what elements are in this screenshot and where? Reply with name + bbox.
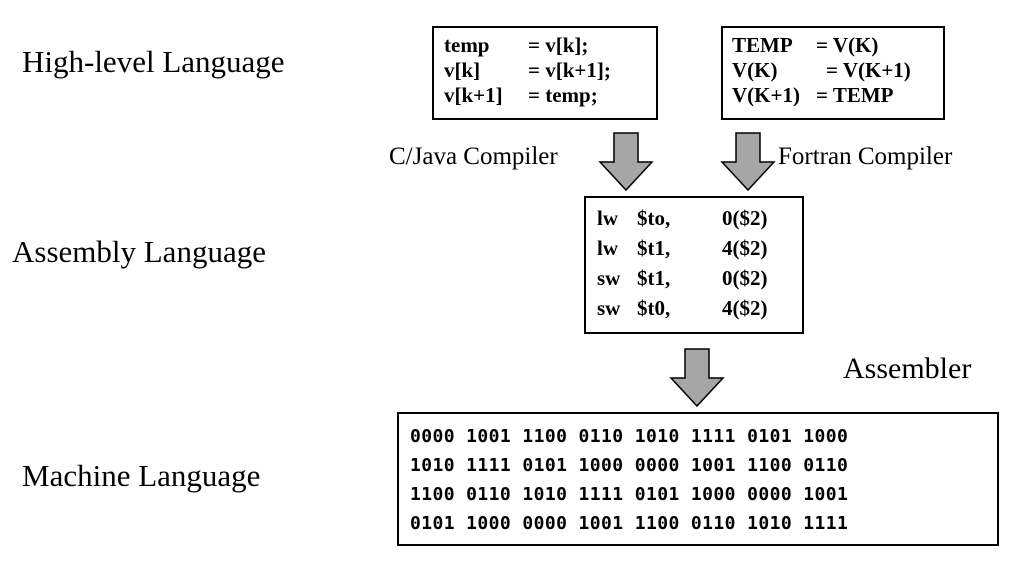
fortran-compiler-label: Fortran Compiler <box>778 143 953 170</box>
fortran-code-rhs: = V(K) <box>816 33 879 57</box>
assembler-arrow-icon <box>669 348 725 408</box>
high-level-language-label: High-level Language <box>22 44 285 79</box>
c-code-lhs: v[k+1] <box>444 83 503 107</box>
assembly-address: 0($2) <box>722 206 768 230</box>
c-code-box: temp = v[k]; v[k] = v[k+1]; v[k+1] = tem… <box>432 26 658 120</box>
fortran-code-line: TEMP = V(K) <box>732 33 943 58</box>
c-code-rhs: = v[k+1]; <box>528 58 611 82</box>
fortran-compiler-arrow-icon <box>720 132 776 192</box>
fortran-code-line: V(K) = V(K+1) <box>732 58 943 83</box>
c-code-lhs: temp <box>444 33 490 57</box>
assembly-opcode: sw <box>597 266 621 290</box>
machine-code-line: 0101 1000 0000 1001 1100 0110 1010 1111 <box>410 513 849 534</box>
c-code-rhs: = v[k]; <box>528 33 589 57</box>
fortran-code-lhs: TEMP <box>732 33 793 57</box>
c-code-line: temp = v[k]; <box>444 33 656 58</box>
machine-code-line: 1100 0110 1010 1111 0101 1000 0000 1001 <box>410 484 849 505</box>
assembly-register: $t1, <box>637 266 671 290</box>
c-code-line: v[k] = v[k+1]; <box>444 58 656 83</box>
machine-code-box: 0000 1001 1100 0110 1010 1111 0101 1000 … <box>397 412 999 546</box>
assembly-opcode: lw <box>597 236 618 260</box>
fortran-code-box: TEMP = V(K) V(K) = V(K+1) V(K+1) = TEMP <box>721 26 945 120</box>
machine-code-line: 1010 1111 0101 1000 0000 1001 1100 0110 <box>410 455 849 476</box>
fortran-code-line: V(K+1) = TEMP <box>732 83 943 108</box>
assembly-register: $to, <box>637 206 671 230</box>
machine-language-label: Machine Language <box>22 458 261 493</box>
assembly-address: 4($2) <box>722 236 768 260</box>
assembly-opcode: lw <box>597 206 618 230</box>
assembly-language-label: Assembly Language <box>12 234 266 269</box>
fortran-code-rhs: = TEMP <box>816 83 894 107</box>
assembly-instruction: lw $to, 0($2) <box>597 203 802 233</box>
assembly-instruction: lw $t1, 4($2) <box>597 233 802 263</box>
assembly-opcode: sw <box>597 296 621 320</box>
assembly-instruction: sw $t1, 0($2) <box>597 263 802 293</box>
fortran-code-rhs: = V(K+1) <box>826 58 911 82</box>
machine-code-line: 0000 1001 1100 0110 1010 1111 0101 1000 <box>410 426 849 447</box>
fortran-code-lhs: V(K) <box>732 58 778 82</box>
c-code-line: v[k+1] = temp; <box>444 83 656 108</box>
assembly-instruction: sw $t0, 4($2) <box>597 293 802 323</box>
c-java-compiler-arrow-icon <box>598 132 654 192</box>
c-code-lhs: v[k] <box>444 58 481 82</box>
assembly-register: $t1, <box>637 236 671 260</box>
c-code-rhs: = temp; <box>528 83 598 107</box>
c-java-compiler-label: C/Java Compiler <box>389 143 558 170</box>
fortran-code-lhs: V(K+1) <box>732 83 800 107</box>
assembly-code-box: lw $to, 0($2) lw $t1, 4($2) sw $t1, 0($2) sw $t… <box>584 196 804 334</box>
assembly-address: 0($2) <box>722 266 768 290</box>
assembly-address: 4($2) <box>722 296 768 320</box>
assembler-label: Assembler <box>843 352 972 385</box>
assembly-register: $t0, <box>637 296 671 320</box>
